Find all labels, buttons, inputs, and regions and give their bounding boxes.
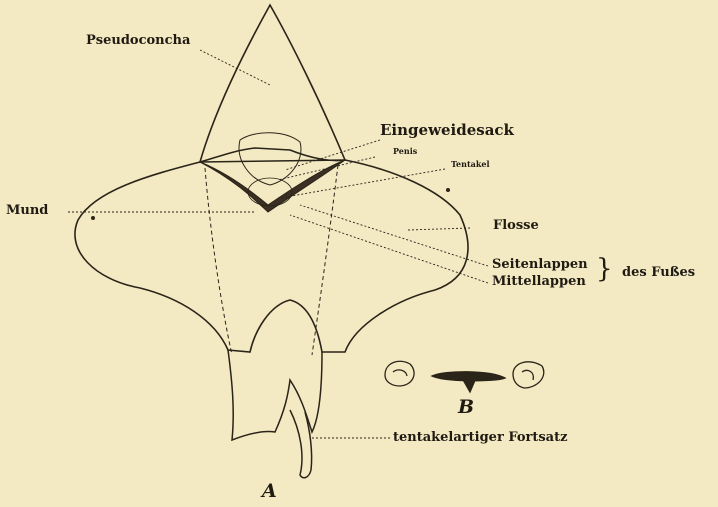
label-eingeweidesack: Eingeweidesack — [380, 121, 514, 139]
label-des-fusses: des Fußes — [622, 265, 695, 280]
label-seitenlappen: Seitenlappen — [492, 257, 588, 272]
foot-brace: } — [596, 256, 613, 282]
visceral-sack — [200, 160, 345, 212]
foot-dashed-left — [205, 168, 232, 355]
fin-outline — [75, 160, 468, 352]
visceral-sack-core — [248, 178, 292, 206]
mouth-dot — [91, 216, 95, 220]
panel-b-left-shape — [385, 361, 414, 386]
leader-flosse — [408, 228, 470, 230]
panel-b-figures — [385, 361, 544, 392]
label-pseudoconcha: Pseudoconcha — [86, 33, 190, 48]
leader-lines — [68, 50, 488, 438]
leader-mittellappen — [290, 215, 488, 283]
label-penis: Penis — [393, 146, 417, 156]
label-tentakel: Tentakel — [451, 159, 490, 169]
panel-b-right-inner — [522, 370, 533, 380]
label-fortsatz: tentakelartiger Fortsatz — [393, 430, 568, 445]
foot-dashed-right — [312, 165, 338, 355]
label-flosse: Flosse — [493, 218, 539, 233]
panel-b-right-shape — [513, 362, 544, 388]
pseudoconcha-outline — [200, 5, 345, 162]
panel-b-middle-drop — [462, 378, 476, 392]
panel-b-left-inner — [393, 370, 407, 376]
panel-label-a: A — [262, 480, 277, 502]
label-mund: Mund — [6, 203, 48, 218]
panel-label-b: B — [458, 396, 474, 418]
fin-dot — [446, 188, 450, 192]
leader-pseudoconcha — [200, 50, 270, 85]
label-mittellappen: Mittellappen — [492, 274, 586, 289]
